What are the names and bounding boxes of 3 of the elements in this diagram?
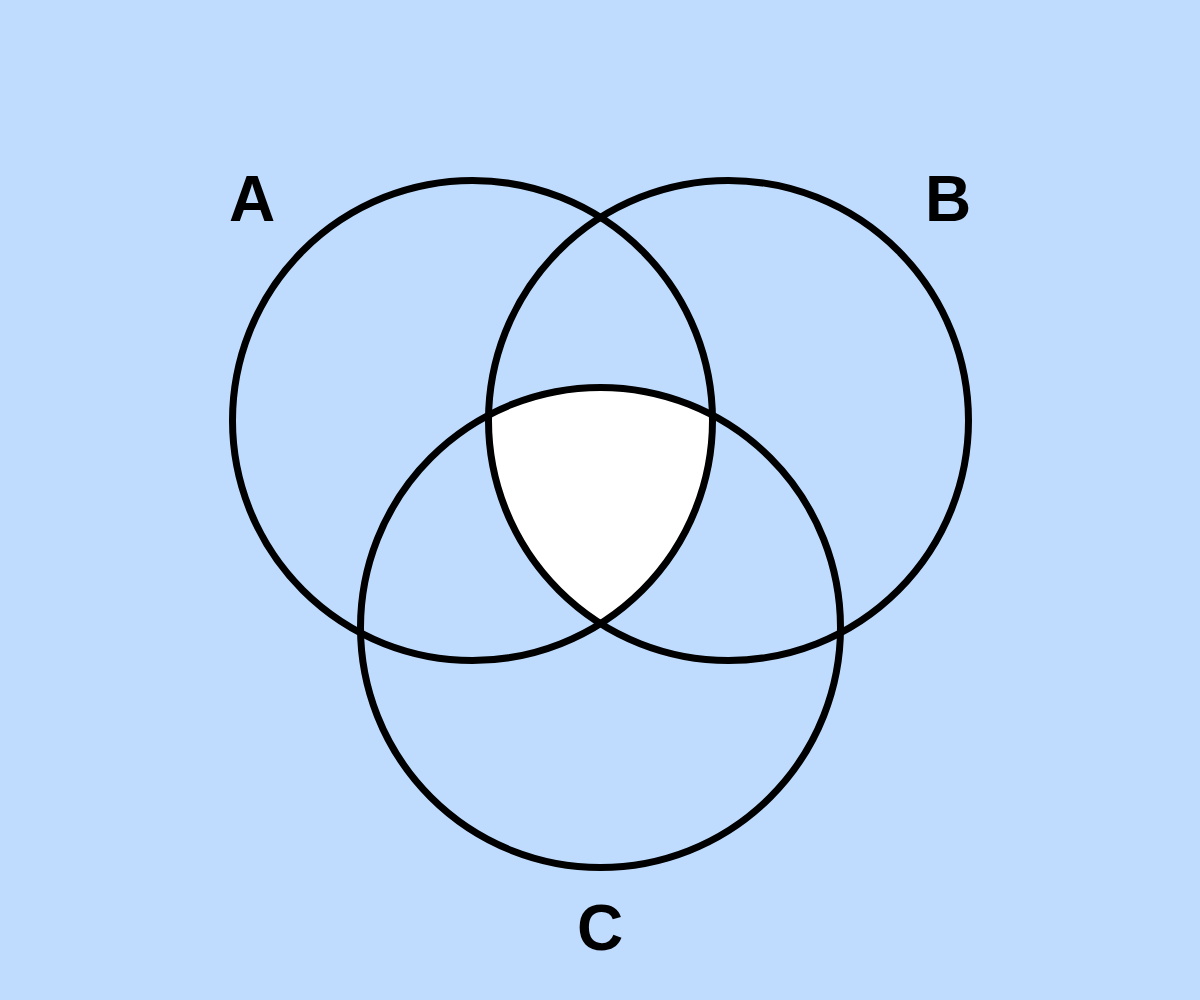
set-label: C <box>575 896 625 960</box>
set-label: B <box>923 167 973 231</box>
set-label: A <box>227 167 277 231</box>
